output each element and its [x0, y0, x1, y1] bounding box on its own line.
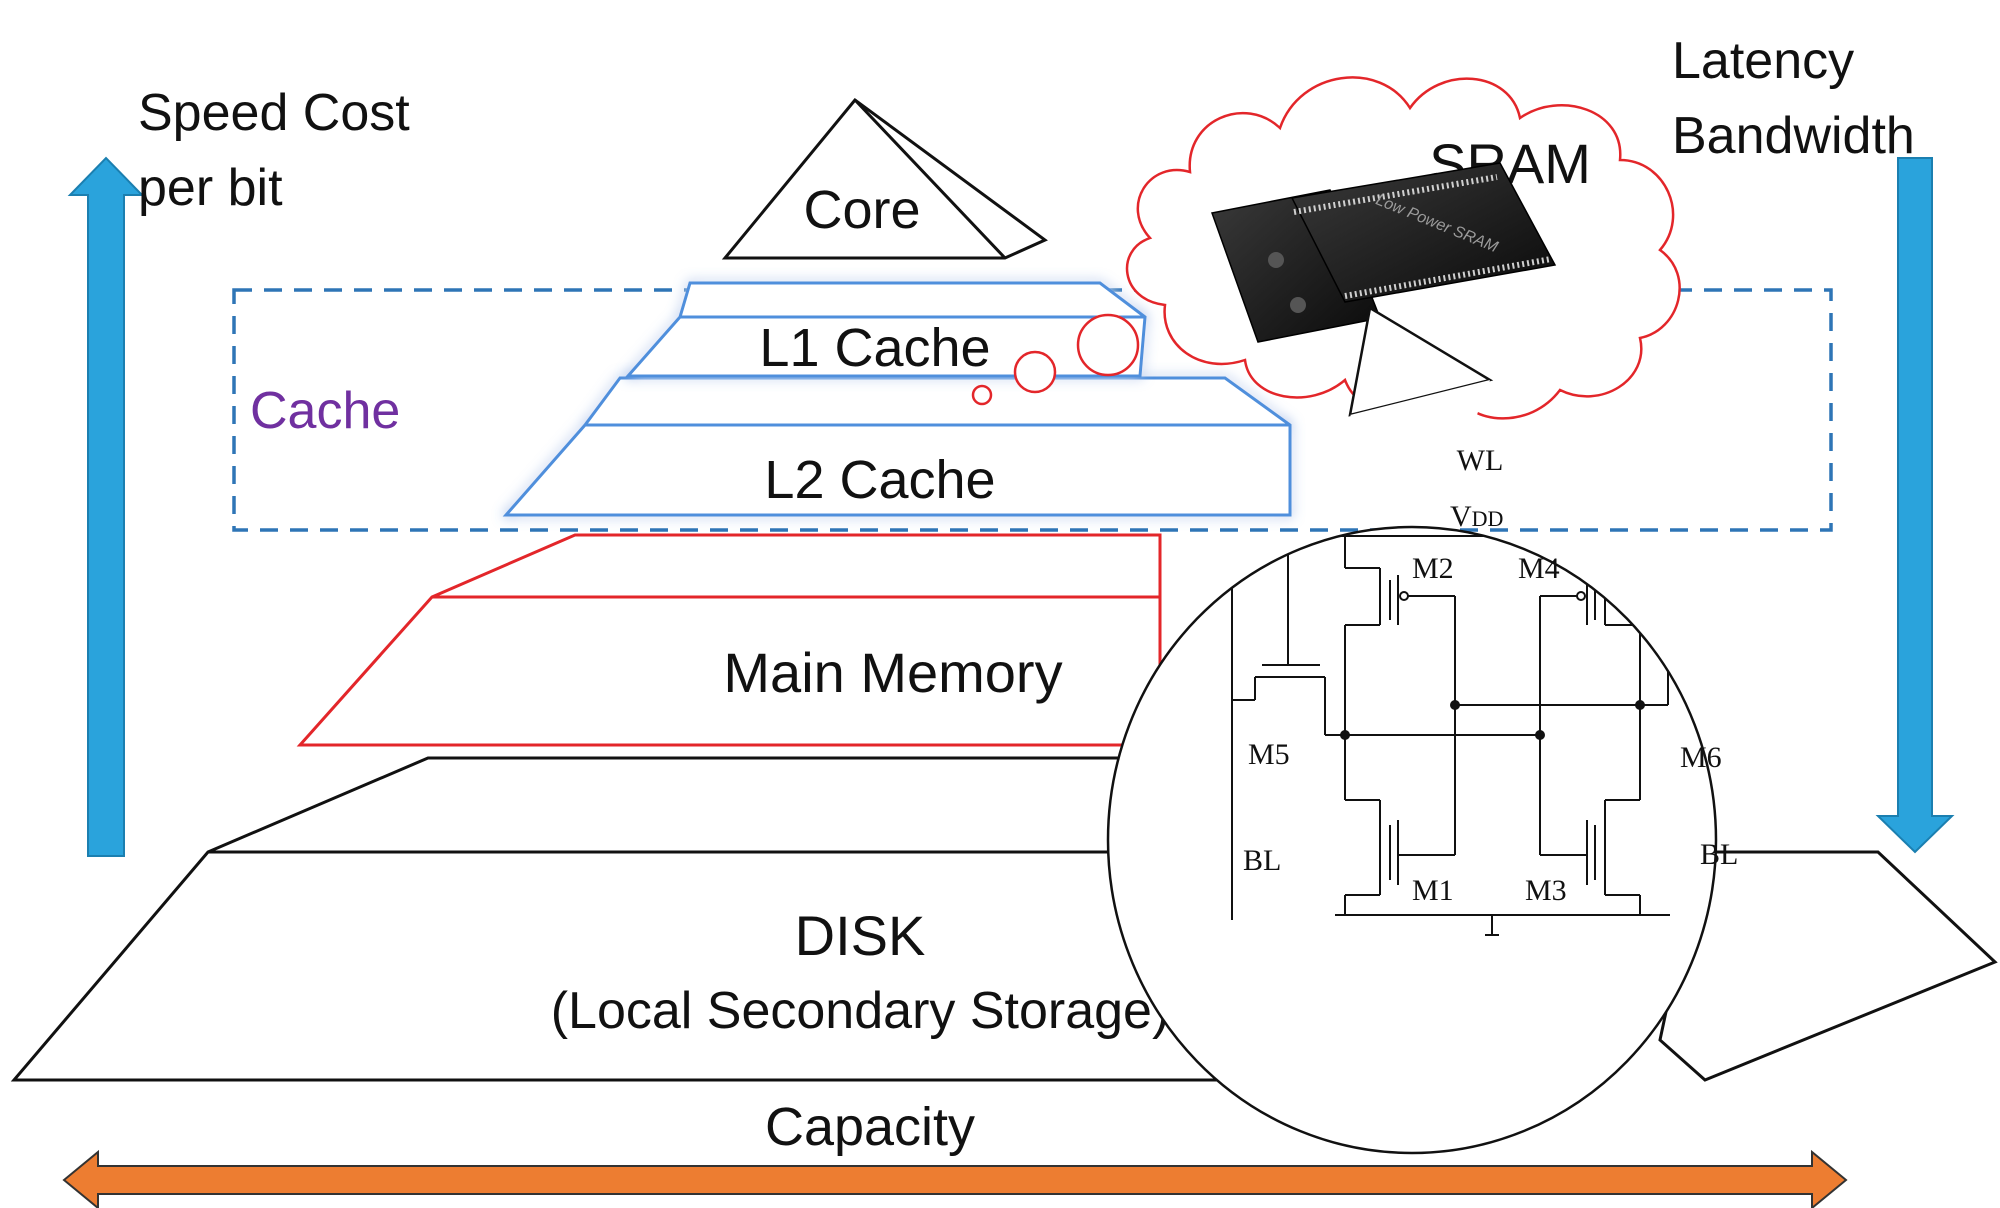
l2-cache-label: L2 Cache [764, 450, 995, 510]
speed-cost-label: Speed Cost [138, 84, 410, 142]
m3-label: M3 [1525, 874, 1567, 907]
vdd-label: VDD [1450, 500, 1503, 533]
sram-cell-zoom: WL VDD M2 M4 M5 M6 M1 M3 BL BL [1106, 380, 1738, 1155]
m5-label: M5 [1248, 738, 1290, 771]
main-memory-label: Main Memory [723, 641, 1062, 704]
capacity-label: Capacity [765, 1097, 975, 1157]
m6-label: M6 [1680, 741, 1722, 774]
l1-cache-label: L1 Cache [759, 318, 990, 378]
thought-bubble-large [1076, 313, 1140, 377]
core-tier: Core [721, 97, 1048, 260]
latency-bandwidth-arrow [1875, 157, 1955, 854]
bl-right-label: BL [1700, 838, 1738, 871]
m4-label: M4 [1518, 552, 1560, 585]
cache-region-box [232, 288, 1833, 532]
speed-cost-arrow [67, 156, 145, 857]
cache-label: Cache [250, 382, 400, 440]
disk-tier: DISK (Local Secondary Storage) [10, 756, 1998, 1082]
l2-cache-tier [502, 376, 1292, 517]
thought-bubble-medium [1013, 350, 1057, 394]
latency-label: Latency [1672, 32, 1854, 90]
capacity-arrow [62, 1149, 1848, 1208]
bl-left-label: BL [1243, 844, 1281, 877]
sram-chip-image: Low Power SRAM [1211, 162, 1557, 343]
disk-subtitle: (Local Secondary Storage) [551, 982, 1170, 1040]
bandwidth-label: Bandwidth [1672, 107, 1915, 165]
m1-label: M1 [1412, 874, 1454, 907]
per-bit-label: per bit [138, 159, 283, 217]
m2-label: M2 [1412, 552, 1454, 585]
wl-label: WL [1457, 444, 1504, 477]
disk-label: DISK [795, 904, 926, 967]
main-memory-tier: Main Memory [296, 533, 1162, 747]
l1-cache-tier [624, 281, 1147, 378]
core-label: Core [803, 180, 920, 240]
thought-bubble-small [971, 384, 993, 406]
